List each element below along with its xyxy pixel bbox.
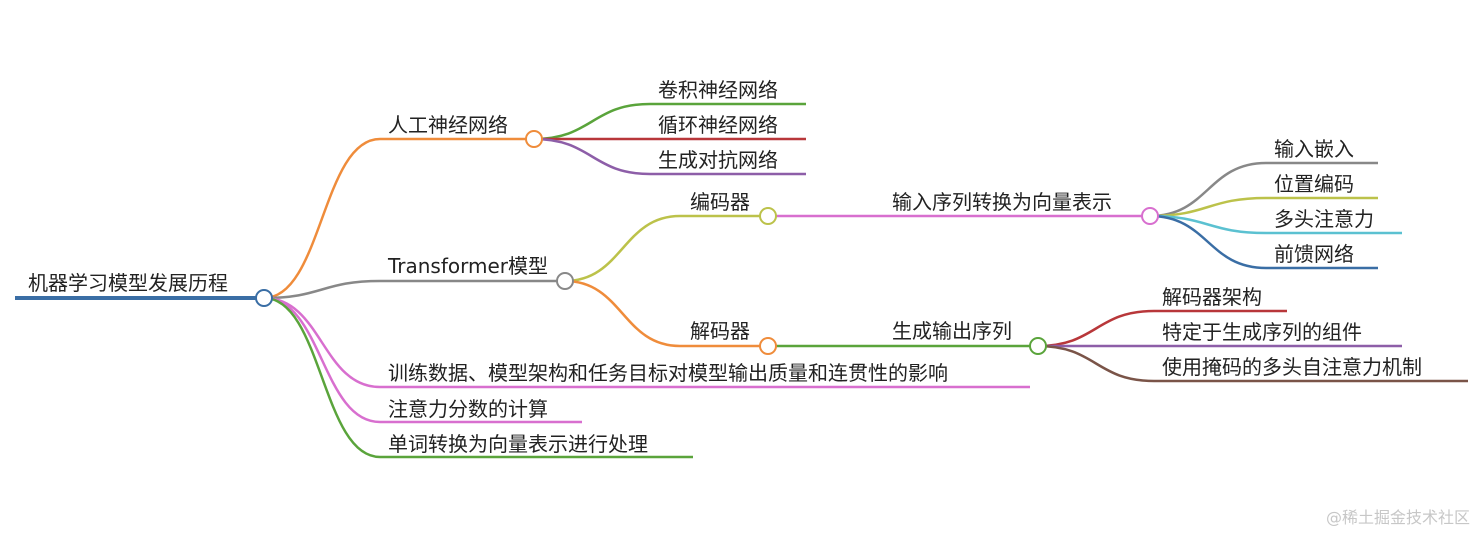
link-decoder-arch <box>1037 309 1287 348</box>
ann-node-dot <box>525 130 543 148</box>
link-input-embedding <box>1149 161 1378 218</box>
link-cnn <box>533 102 806 141</box>
node-word-embedding[interactable]: 单词转换为向量表示进行处理 <box>388 432 648 456</box>
root-node-dot <box>255 289 273 307</box>
node-cnn[interactable]: 卷积神经网络 <box>658 78 778 102</box>
node-impact[interactable]: 训练数据、模型架构和任务目标对模型输出质量和连贯性的影响 <box>388 361 948 385</box>
link-attention <box>263 296 582 424</box>
node-attention-score[interactable]: 注意力分数的计算 <box>388 397 548 421</box>
link-transformer <box>263 279 565 300</box>
link-positional-encoding <box>1149 196 1378 218</box>
link-feedforward <box>1149 214 1378 270</box>
node-decoder-detail[interactable]: 生成输出序列 <box>892 319 1012 343</box>
link-decoder <box>564 279 768 348</box>
link-impact <box>263 296 1030 389</box>
decoder-node-dot <box>759 337 777 355</box>
transformer-node-dot <box>556 272 574 290</box>
node-encoder[interactable]: 编码器 <box>690 190 750 214</box>
node-rnn[interactable]: 循环神经网络 <box>658 113 778 137</box>
link-embedding <box>263 296 693 459</box>
root-label[interactable]: 机器学习模型发展历程 <box>28 271 228 295</box>
node-decoder-specific[interactable]: 特定于生成序列的组件 <box>1162 320 1362 344</box>
node-gan[interactable]: 生成对抗网络 <box>658 148 778 172</box>
node-positional-encoding[interactable]: 位置编码 <box>1274 172 1354 196</box>
link-gan <box>533 137 806 176</box>
node-decoder-arch[interactable]: 解码器架构 <box>1162 285 1262 309</box>
link-multihead-attention <box>1149 214 1402 235</box>
node-transformer[interactable]: Transformer模型 <box>388 254 549 278</box>
encoder-node-dot <box>759 207 777 225</box>
decoder-detail-node-dot <box>1029 337 1047 355</box>
node-input-embedding[interactable]: 输入嵌入 <box>1274 137 1354 161</box>
node-multihead-attention[interactable]: 多头注意力 <box>1274 207 1374 231</box>
encoder-detail-node-dot <box>1141 207 1159 225</box>
node-encoder-detail[interactable]: 输入序列转换为向量表示 <box>892 190 1112 214</box>
node-ann[interactable]: 人工神经网络 <box>388 113 508 137</box>
node-masked-attention[interactable]: 使用掩码的多头自注意力机制 <box>1162 355 1422 379</box>
link-masked-attention <box>1037 344 1468 383</box>
node-feedforward[interactable]: 前馈网络 <box>1274 242 1354 266</box>
watermark: @稀土掘金技术社区 <box>1325 508 1470 527</box>
link-encoder <box>564 214 768 283</box>
node-decoder[interactable]: 解码器 <box>690 319 750 343</box>
link-ann <box>263 137 534 300</box>
